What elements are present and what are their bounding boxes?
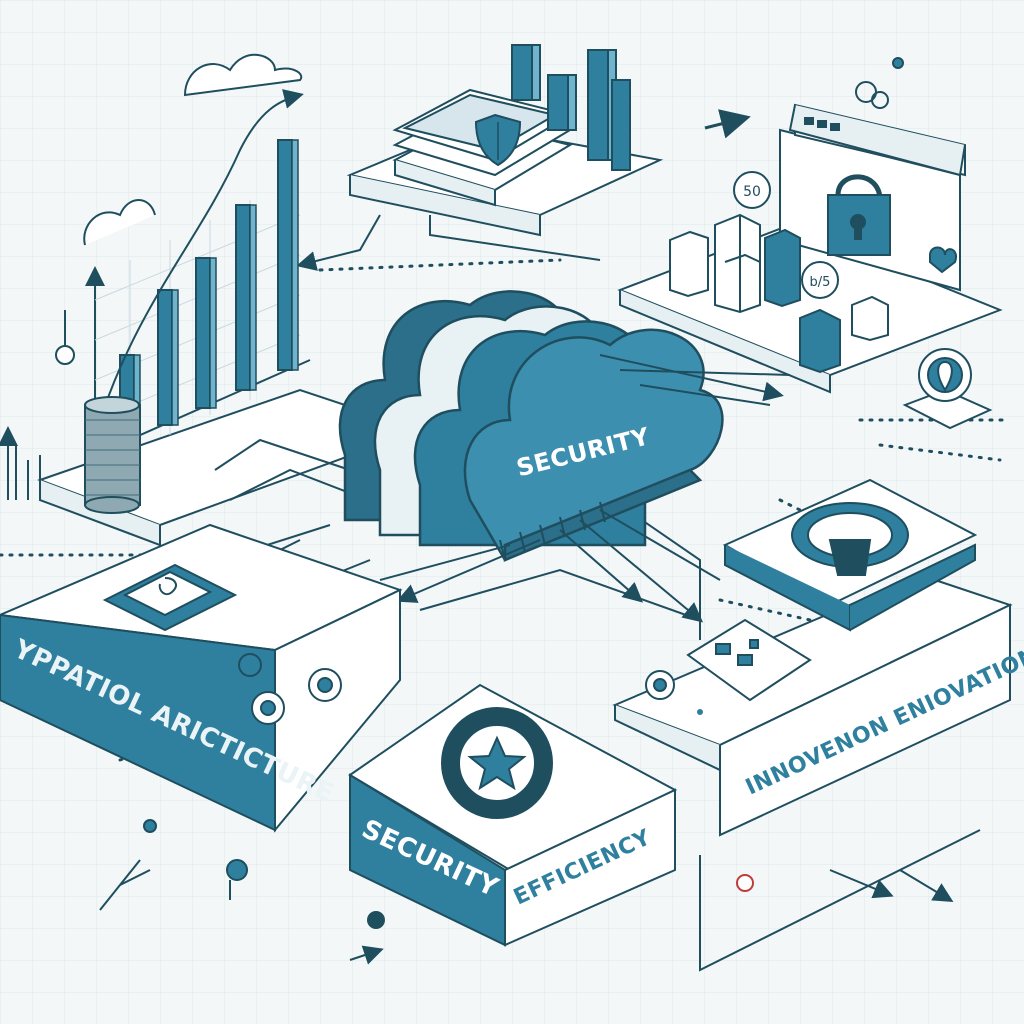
tag-text-mid: b/5 [810,275,831,290]
node-dots [143,709,754,929]
top-bars [511,44,631,171]
bottom-arrows [99,829,981,972]
decor-circles [855,57,904,109]
location-pin-icon [902,348,993,430]
gear-star-icon [441,707,553,819]
gear-icons-left [238,653,342,725]
arrow-right-icon [704,109,751,139]
right-platform [612,573,1013,837]
tag-bubble-top: 50 [733,171,771,209]
shield-icon [474,113,522,167]
tag-text-top: 50 [743,184,761,200]
node-dot [55,310,75,365]
small-arrow-up-icon [0,426,41,500]
padlock-icon [827,174,891,256]
cloud-connectors [216,354,791,623]
signal-dish-block [722,478,978,632]
shield-tray-icon [102,563,238,632]
database-icon [84,396,141,514]
heart-icon [929,246,957,274]
cubes-cluster [669,213,889,374]
gear-icon-right [645,670,675,700]
tag-bubble-mid: b/5 [801,261,839,299]
control-panel-icon [686,618,812,702]
